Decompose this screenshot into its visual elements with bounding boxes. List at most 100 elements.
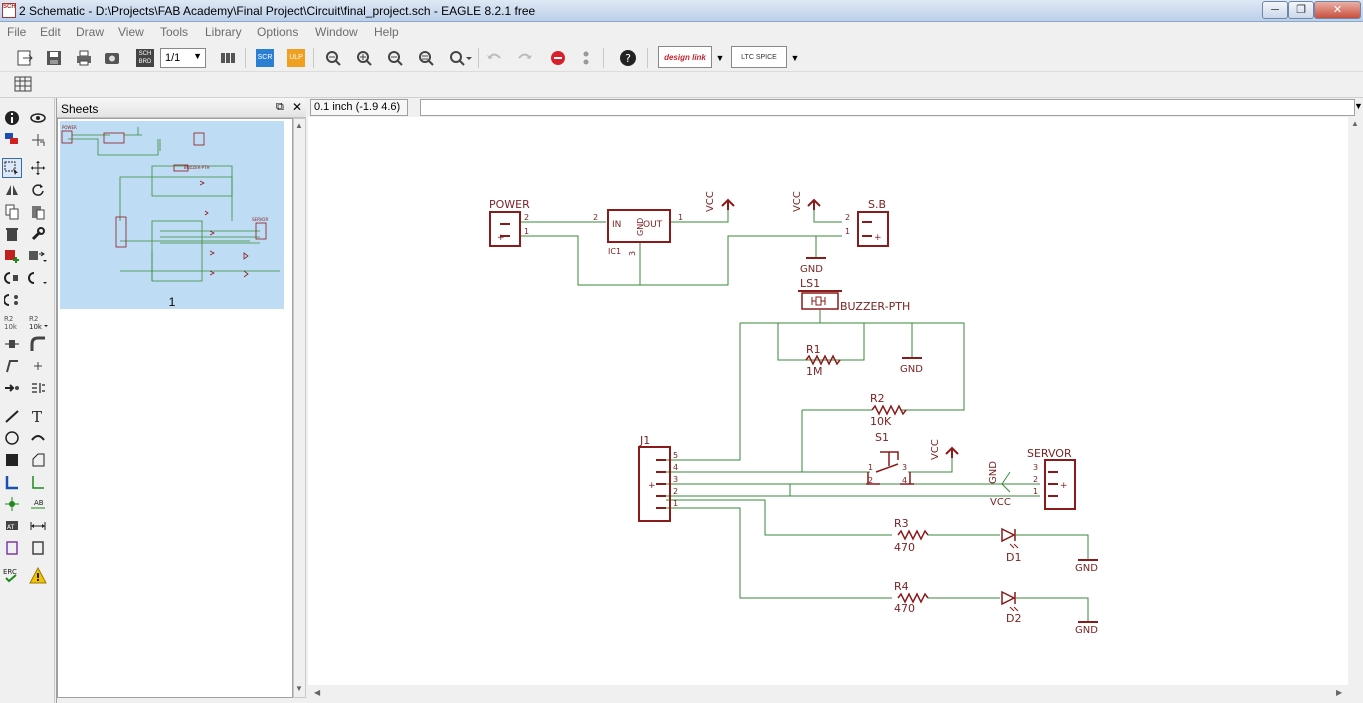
minimize-button[interactable]: ─: [1262, 1, 1288, 19]
gnd-symbol[interactable]: GND: [800, 257, 826, 275]
close-button[interactable]: ✕: [1314, 1, 1361, 19]
close-panel-icon[interactable]: ✕: [292, 100, 303, 114]
sheets-scrollbar[interactable]: ▲ ▼: [293, 118, 306, 698]
print-icon[interactable]: [73, 47, 95, 69]
open-icon[interactable]: [14, 47, 36, 69]
maximize-button[interactable]: ❐: [1288, 1, 1314, 19]
save-icon[interactable]: [43, 47, 65, 69]
scm-brd-button[interactable]: SCH BRD: [133, 47, 157, 69]
scroll-down-icon[interactable]: ▼: [295, 684, 303, 693]
delete-icon[interactable]: [2, 224, 22, 244]
scroll-left-icon[interactable]: ◀: [314, 688, 321, 697]
d1-led[interactable]: D1: [1001, 527, 1021, 564]
scroll-up-icon[interactable]: ▲: [295, 121, 303, 130]
module-icon[interactable]: [28, 538, 48, 558]
move-icon[interactable]: [28, 158, 48, 178]
designlink-button[interactable]: design link: [658, 46, 712, 68]
canvas-horizontal-scrollbar[interactable]: ◀ ▶: [308, 685, 1348, 703]
app-icon[interactable]: SCH: [2, 3, 16, 18]
undock-icon[interactable]: ⧉: [276, 101, 284, 113]
cam-icon[interactable]: [101, 47, 123, 69]
ltspice-dropdown-icon[interactable]: ▼: [790, 53, 800, 63]
smash-icon[interactable]: [2, 378, 22, 398]
bus-icon[interactable]: [2, 472, 22, 492]
menu-tools[interactable]: Tools: [160, 25, 189, 39]
zoom-in-icon[interactable]: [353, 47, 375, 69]
mirror-icon[interactable]: [2, 180, 22, 200]
select-group-icon[interactable]: [2, 158, 22, 178]
j1-header[interactable]: J1 5 4 3 2 1 +: [638, 434, 678, 522]
rotate-icon[interactable]: [28, 180, 48, 200]
canvas-vertical-scrollbar[interactable]: ▲: [1348, 117, 1363, 685]
ls1-buzzer[interactable]: LS1 BUZZER-PTH: [798, 277, 910, 313]
r1-resistor[interactable]: R1 1M: [805, 343, 841, 378]
menu-view[interactable]: View: [118, 25, 144, 39]
r2-resistor[interactable]: R2 10K: [870, 392, 907, 428]
invoke-icon[interactable]: [2, 268, 22, 288]
circle-icon[interactable]: [2, 428, 22, 448]
errors-warning-icon[interactable]: [28, 566, 48, 586]
zoom-out-icon[interactable]: [384, 47, 406, 69]
vcc-symbol[interactable]: VCC: [792, 191, 821, 212]
copy-icon[interactable]: [2, 202, 22, 222]
r3-resistor[interactable]: R3 470: [894, 517, 929, 554]
s1-switch[interactable]: S1 1 2 3 4: [866, 431, 914, 485]
gnd-symbol[interactable]: GND: [900, 357, 923, 375]
gnd-symbol[interactable]: GND: [1075, 621, 1098, 636]
r4-resistor[interactable]: R4 470: [894, 580, 929, 615]
menu-file[interactable]: File: [7, 25, 27, 39]
grid-icon[interactable]: [12, 73, 34, 95]
menu-draw[interactable]: Draw: [76, 25, 105, 39]
show-icon[interactable]: [28, 108, 48, 128]
go-icon[interactable]: [575, 47, 597, 69]
servor-connector[interactable]: SERVOR 3 2 1 + GND VCC: [988, 447, 1076, 510]
change-icon[interactable]: [28, 224, 48, 244]
pin-swap-icon[interactable]: [2, 290, 22, 310]
vcc-symbol[interactable]: VCC: [705, 191, 735, 212]
scroll-right-icon[interactable]: ▶: [1336, 688, 1343, 697]
add-part-icon[interactable]: [2, 246, 22, 266]
ulp-button[interactable]: ULP: [285, 47, 307, 69]
menu-help[interactable]: Help: [374, 25, 399, 39]
frame-icon[interactable]: [2, 538, 22, 558]
replace-icon[interactable]: [28, 246, 48, 266]
display-layers-icon[interactable]: [2, 130, 22, 150]
split-icon[interactable]: [2, 334, 22, 354]
label-icon[interactable]: AB: [28, 494, 48, 514]
menu-edit[interactable]: Edit: [40, 25, 61, 39]
text-icon[interactable]: T: [28, 406, 48, 426]
net-icon[interactable]: [28, 472, 48, 492]
script-button[interactable]: SCR: [254, 47, 276, 69]
polygon-icon[interactable]: [28, 450, 48, 470]
slice-icon[interactable]: [2, 356, 22, 376]
d2-led[interactable]: D2: [1001, 590, 1021, 625]
menu-window[interactable]: Window: [315, 25, 358, 39]
sb-connector[interactable]: S.B 2 1 +: [845, 198, 889, 247]
paste-icon[interactable]: [28, 202, 48, 222]
undo-icon[interactable]: [483, 47, 505, 69]
zoom-select-icon[interactable]: [447, 47, 473, 69]
command-history-dropdown-icon[interactable]: ▼: [1354, 101, 1363, 111]
zoom-fit-icon[interactable]: [322, 47, 344, 69]
power-connector[interactable]: POWER 2 1 +: [489, 198, 530, 247]
stop-icon[interactable]: [547, 47, 569, 69]
attribute-icon[interactable]: AT: [2, 516, 22, 536]
info-icon[interactable]: [2, 108, 22, 128]
help-icon[interactable]: ?: [617, 47, 639, 69]
command-input[interactable]: [420, 99, 1355, 116]
gate-swap-icon[interactable]: [28, 268, 48, 288]
junction-icon[interactable]: [2, 494, 22, 514]
rectangle-icon[interactable]: [2, 450, 22, 470]
menu-options[interactable]: Options: [257, 25, 299, 39]
group-align-icon[interactable]: [28, 378, 48, 398]
arc-icon[interactable]: [28, 428, 48, 448]
optimize-icon[interactable]: [28, 356, 48, 376]
line-icon[interactable]: [2, 406, 22, 426]
vcc-symbol[interactable]: VCC: [930, 439, 959, 460]
menu-library[interactable]: Library: [205, 25, 242, 39]
dimension-icon[interactable]: [28, 516, 48, 536]
redo-icon[interactable]: [514, 47, 536, 69]
